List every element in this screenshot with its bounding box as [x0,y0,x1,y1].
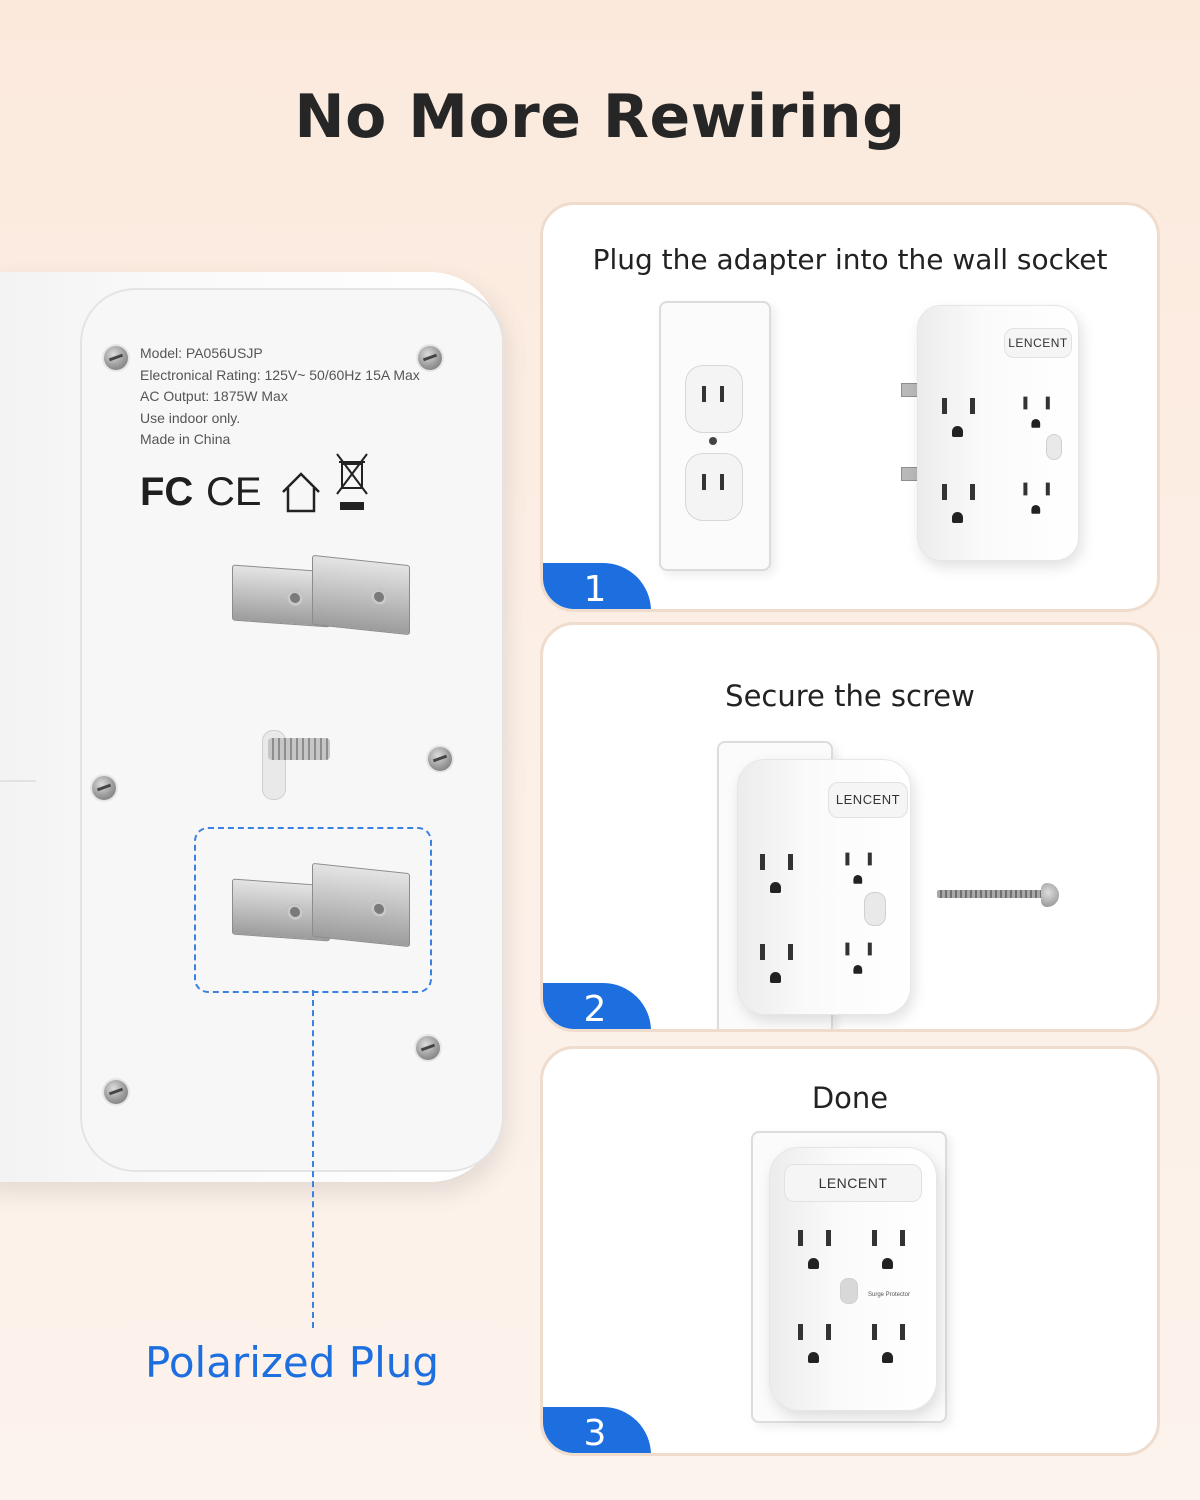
page-title: No More Rewiring [294,82,906,152]
outlet-tap: LENCENT [917,305,1079,561]
outlet-icon [752,852,802,902]
adapter-face [80,288,504,1172]
weee-bin-icon [336,453,368,510]
spec-indoor: Use indoor only. [140,409,241,426]
adapter-side-seam [0,780,36,782]
plug-prong [312,554,410,636]
spec-rating: Electronical Rating: 125V~ 50/60Hz 15A M… [140,366,420,383]
plate-screw [709,437,717,445]
step-card-2: Secure the screw LENCENT 2 [540,622,1160,1032]
spec-origin: Made in China [140,431,231,447]
outlet-icon [790,1228,840,1278]
step-card-1: Plug the adapter into the wall socket LE… [540,202,1160,612]
spec-output: AC Output: 1875W Max [140,388,288,404]
long-screw-head [1041,883,1059,907]
screw-icon [104,1080,128,1104]
brand-label: LENCENT [784,1164,922,1202]
outlet-icon [934,482,984,532]
ce-mark: CE [206,470,262,514]
spec-label: Model: PA056USJP Electronical Rating: 12… [140,343,420,451]
long-screw [937,890,1045,898]
screw-icon [428,747,452,771]
screw-icon [416,1036,440,1060]
indicator-light [840,1278,858,1304]
surge-protector-text: Surge Protector [868,1292,911,1298]
wall-receptacle [685,453,743,521]
screw-icon [92,776,116,800]
outlet-icon [839,851,879,891]
indicator-light [1046,434,1062,460]
wall-plate [659,301,771,571]
outlet-icon [1017,481,1057,521]
polarized-plug-label: Polarized Plug [145,1338,440,1387]
brand-label: LENCENT [828,782,908,818]
outlet-icon [934,396,984,446]
outlet-icon [790,1322,840,1372]
screw-icon [104,346,128,370]
outlet-tap: LENCENT Surge Protector [769,1147,937,1411]
step-card-3: Done LENCENT Surge Protector 3 [540,1046,1160,1456]
step-3-title: Done [811,1081,889,1115]
indicator-light [864,892,886,926]
outlet-icon [1017,395,1057,435]
outlet-icon [839,941,879,981]
outlet-icon [864,1228,914,1278]
indoor-house-icon [282,472,320,513]
fcc-mark: FC [140,470,194,514]
wall-receptacle [685,365,743,433]
step-badge-2: 2 [543,983,651,1029]
step-2-title: Secure the screw [725,679,975,713]
ground-pin [268,738,330,760]
step-1-title: Plug the adapter into the wall socket [592,243,1108,276]
outlet-icon [752,942,802,992]
plug-prong [312,862,410,948]
callout-leader-line [312,990,314,1328]
outlet-icon [864,1322,914,1372]
step-badge-1: 1 [543,563,651,609]
step-badge-3: 3 [543,1407,651,1453]
spec-model: Model: PA056USJP [140,345,263,361]
outlet-tap: LENCENT [737,759,911,1015]
brand-label: LENCENT [1004,328,1072,358]
screw-icon [418,346,442,370]
